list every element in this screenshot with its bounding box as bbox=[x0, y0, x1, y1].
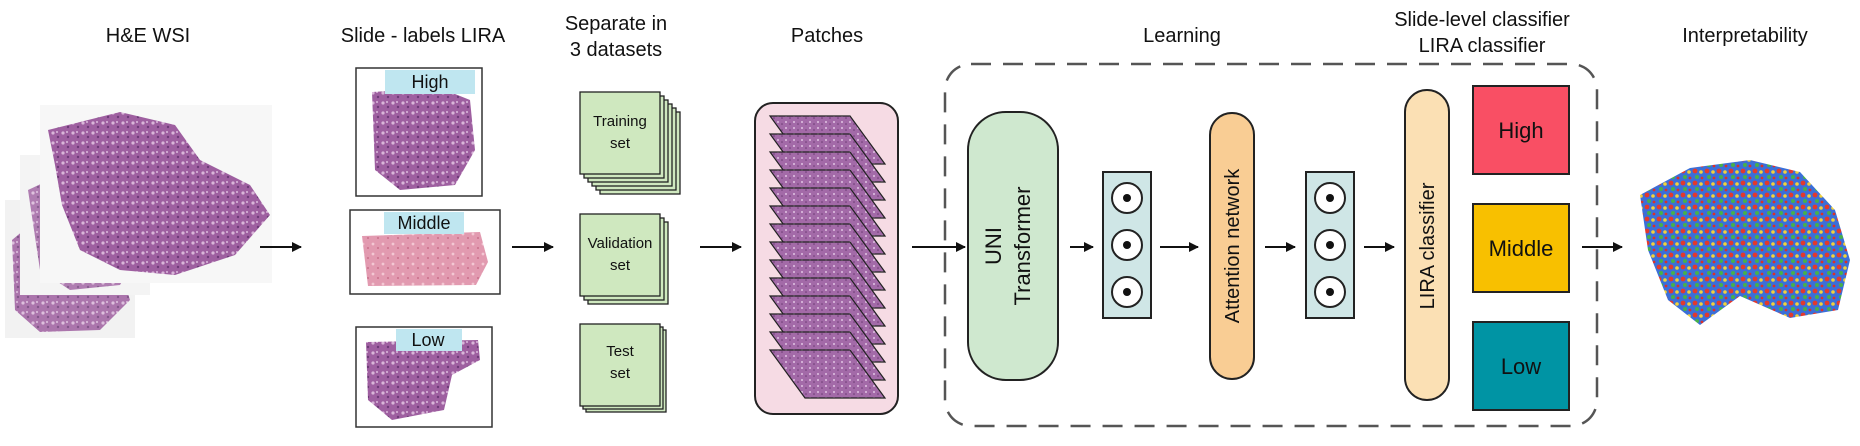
stage-title-separate-1: Separate in bbox=[565, 13, 667, 35]
uni-label: UNI bbox=[981, 227, 1006, 265]
slide-low: Low bbox=[355, 326, 493, 428]
attention-network-block bbox=[1209, 112, 1255, 380]
output-high-box bbox=[1472, 85, 1570, 175]
dataset-validation-stack: Validation set bbox=[579, 213, 669, 305]
stage-title-wsi: H&E WSI bbox=[106, 25, 190, 47]
dataset-validation-label-1: Validation bbox=[588, 235, 653, 252]
stage-title-interpretability: Interpretability bbox=[1682, 25, 1808, 47]
slide-label-low: Low bbox=[411, 330, 445, 350]
slide-label-middle: Middle bbox=[397, 213, 450, 233]
feature-vector-2 bbox=[1305, 171, 1355, 319]
feature-vector-1 bbox=[1102, 171, 1152, 319]
patch-layer bbox=[768, 349, 887, 399]
output-low-label: Low bbox=[1501, 354, 1541, 379]
slide-middle: Middle bbox=[349, 209, 501, 295]
stage-title-separate-2: 3 datasets bbox=[570, 39, 662, 61]
stage-title-slide-classifier-2: LIRA classifier bbox=[1419, 35, 1546, 57]
transformer-label: Transformer bbox=[1010, 187, 1035, 306]
dataset-validation-label-2: set bbox=[610, 257, 631, 274]
output-middle-label: Middle bbox=[1489, 236, 1554, 261]
stage-title-patches: Patches bbox=[791, 25, 863, 47]
patch-layers bbox=[768, 115, 887, 399]
output-low-box bbox=[1472, 321, 1570, 411]
output-middle-box bbox=[1472, 203, 1570, 293]
lira-classifier-label: LIRA classifier bbox=[1417, 182, 1439, 309]
interpretability-heatmap bbox=[1640, 160, 1850, 325]
stage-title-learning: Learning bbox=[1143, 25, 1221, 47]
lira-classifier-block bbox=[1404, 89, 1450, 401]
dataset-test-label-1: Test bbox=[606, 343, 634, 360]
dataset-training-label-1: Training bbox=[593, 113, 647, 130]
dataset-test-label-2: set bbox=[610, 365, 631, 382]
uni-transformer-block bbox=[967, 111, 1059, 381]
attention-label: Attention network bbox=[1222, 168, 1244, 324]
learning-frame bbox=[943, 62, 1599, 428]
slide-high: High bbox=[355, 67, 483, 197]
output-high-label: High bbox=[1498, 118, 1543, 143]
dataset-test-stack: Test set bbox=[579, 323, 667, 413]
dataset-training-stack: Training set bbox=[579, 91, 681, 195]
dataset-training-label-2: set bbox=[610, 135, 631, 152]
stage-title-slide-classifier-1: Slide-level classifier bbox=[1394, 9, 1570, 31]
stage-title-slide-labels: Slide - labels LIRA bbox=[341, 25, 506, 47]
slide-label-high: High bbox=[411, 72, 448, 92]
wsi-image-stack bbox=[5, 105, 272, 338]
